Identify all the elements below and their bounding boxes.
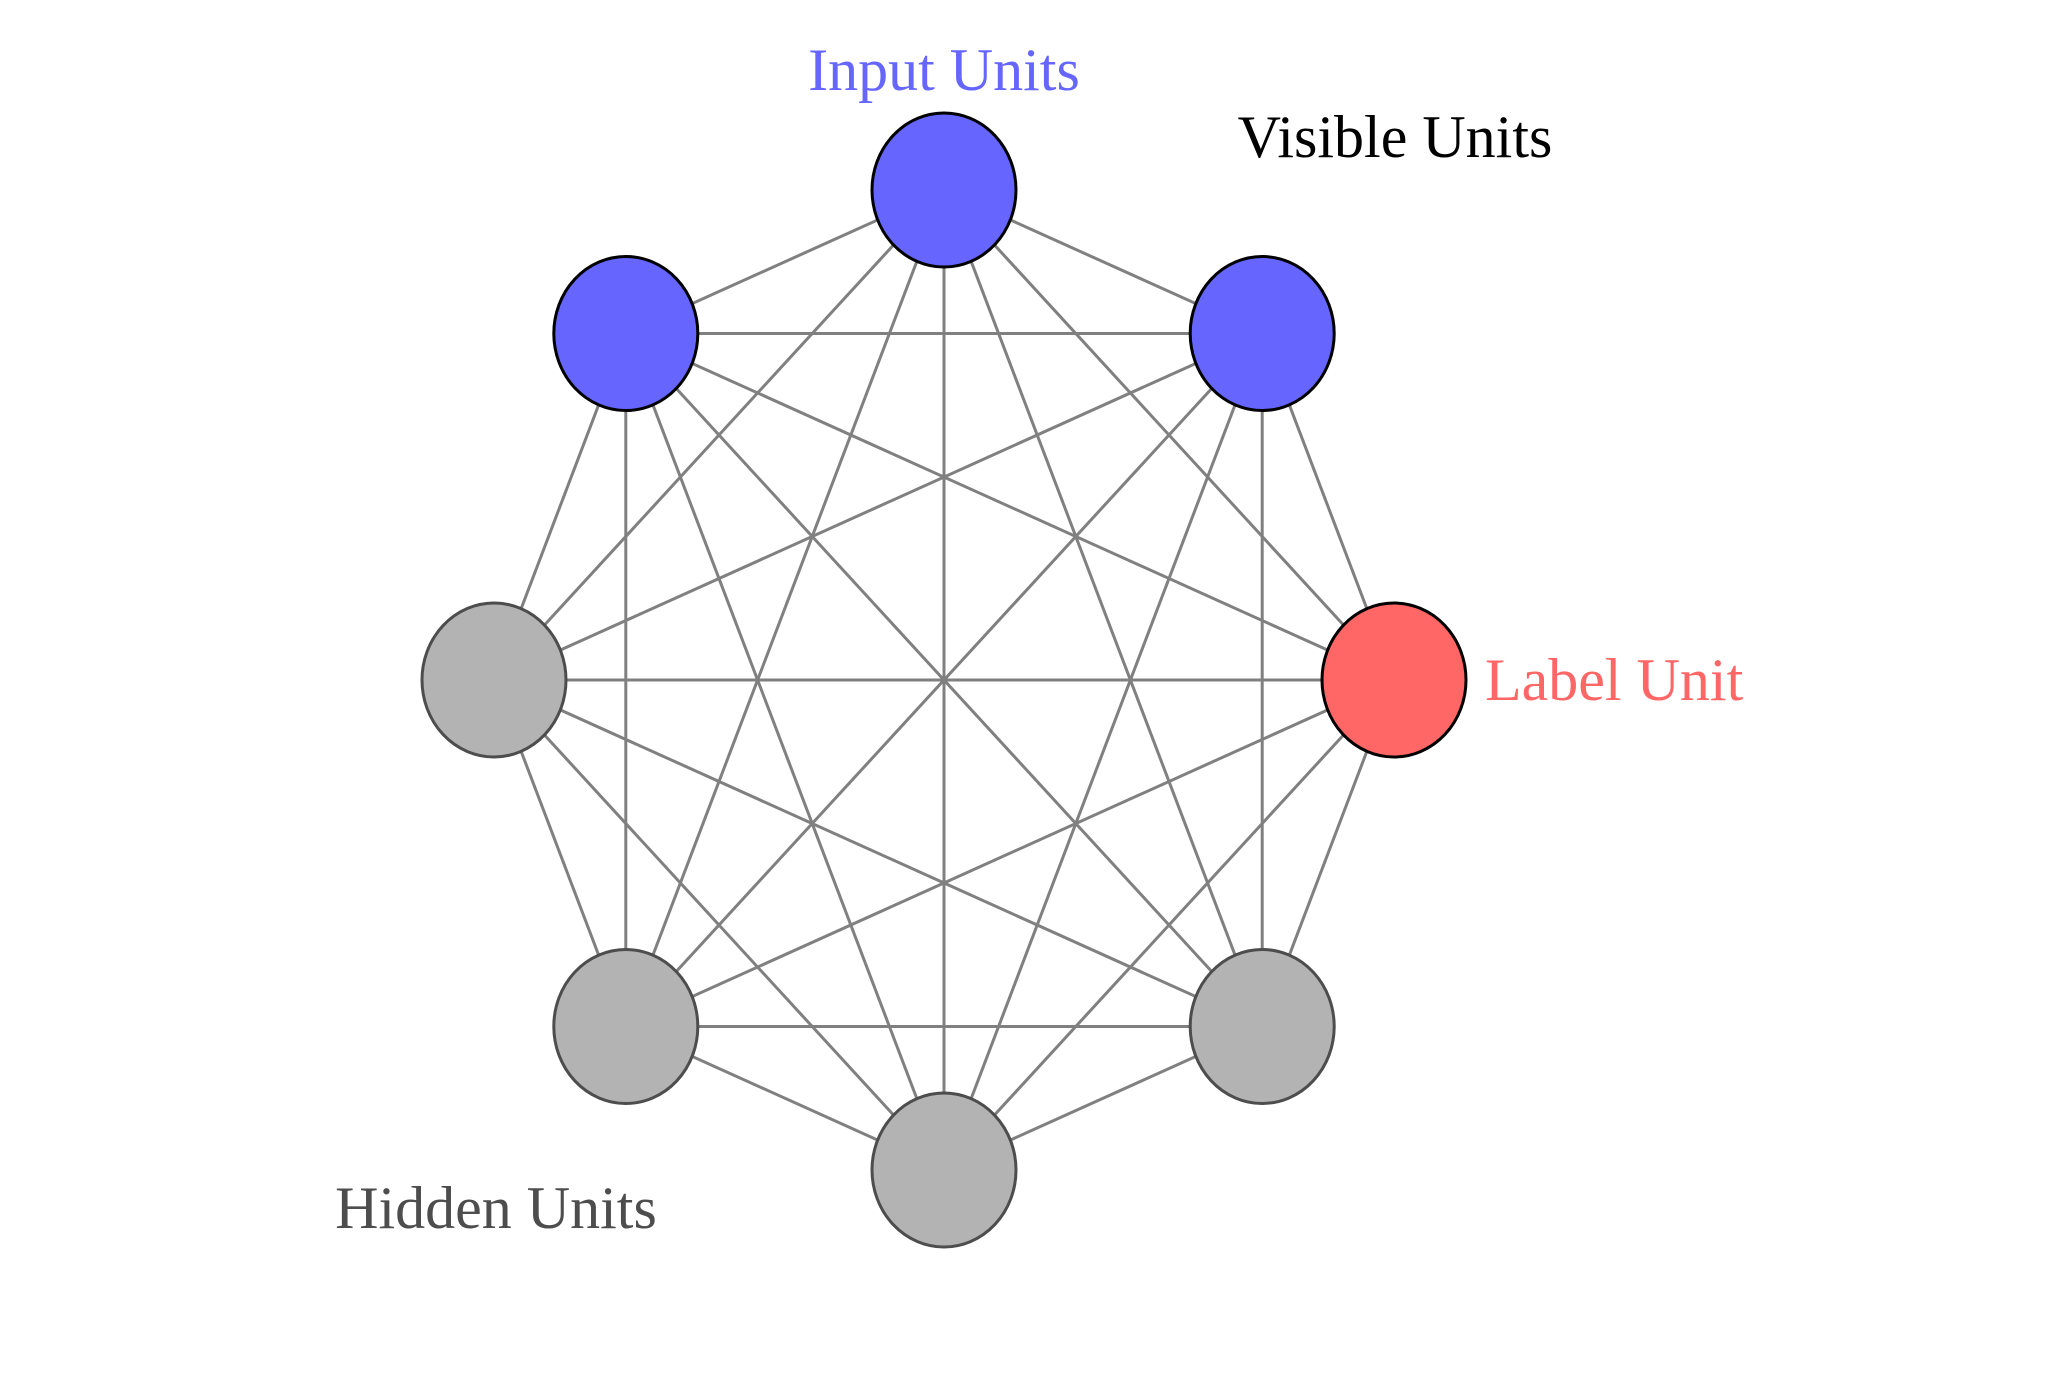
label-unit-node <box>1320 601 1468 759</box>
edge-n2-n7 <box>625 332 1395 682</box>
hidden-unit-node <box>420 601 568 759</box>
label-unit-label: Label Unit <box>1485 647 1744 713</box>
hidden-units-label: Hidden Units <box>335 1175 657 1241</box>
nodes-layer <box>420 111 1468 1249</box>
hidden-unit-node <box>870 1091 1018 1249</box>
edge-n4-n7 <box>624 332 946 1171</box>
hidden-unit-node <box>1188 947 1336 1105</box>
input-unit-node <box>870 111 1018 269</box>
visible-units-label: Visible Units <box>1238 104 1553 170</box>
edge-n0-n3 <box>942 189 1264 1028</box>
edge-n2-n5 <box>625 678 1395 1028</box>
hidden-unit-node <box>552 947 700 1105</box>
edge-n4-n6 <box>492 678 946 1172</box>
edge-n3-n7 <box>624 332 1264 1028</box>
input-units-label: Input Units <box>808 37 1080 103</box>
input-unit-node <box>552 255 700 413</box>
edge-n3-n6 <box>493 678 1263 1028</box>
edge-n1-n4 <box>942 332 1264 1171</box>
input-unit-node <box>1188 255 1336 413</box>
edge-n0-n5 <box>624 189 946 1028</box>
edge-n1-n6 <box>493 332 1263 682</box>
